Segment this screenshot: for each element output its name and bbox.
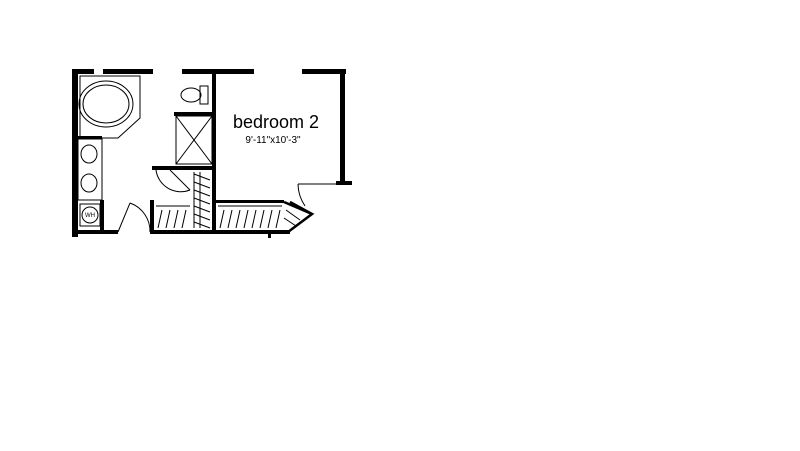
vanity	[77, 138, 103, 201]
bath-door	[117, 202, 151, 233]
bedroom-door	[297, 183, 338, 207]
shower	[175, 115, 213, 165]
room-name: bedroom 2	[233, 112, 319, 132]
water-heater: WH	[79, 203, 101, 227]
bathtub	[78, 75, 141, 139]
water-heater-label: WH	[85, 213, 95, 219]
room-dimensions: 9'-11"x10'-3"	[245, 135, 301, 146]
angled-wall	[272, 200, 315, 234]
toilet	[180, 85, 209, 105]
closet-door	[155, 169, 191, 193]
closet-shelving	[156, 172, 301, 229]
